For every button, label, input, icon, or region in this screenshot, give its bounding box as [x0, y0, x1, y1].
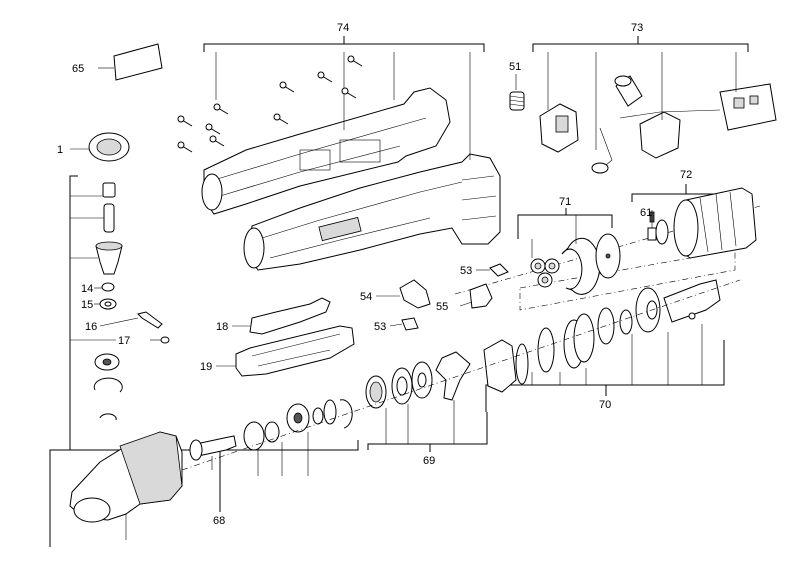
callout-71: 71	[559, 196, 571, 208]
callout-70: 70	[599, 399, 611, 411]
callout-54: 54	[360, 291, 372, 303]
part-housing-upper	[201, 87, 451, 215]
part-68-shaft	[189, 435, 237, 470]
part-74-screws	[177, 55, 363, 153]
part-65-label	[113, 43, 163, 81]
callout-72: 72	[680, 169, 692, 181]
callout-15: 15	[81, 299, 93, 311]
part-73-cylinder	[595, 52, 643, 150]
part-72-motor	[655, 187, 757, 259]
callout-1: 1	[57, 144, 63, 156]
callout-51: 51	[509, 61, 521, 73]
part-51-spring	[509, 74, 525, 111]
part-68-angle-head	[69, 431, 183, 540]
part-circlip	[93, 377, 123, 393]
callout-55: 55	[436, 301, 448, 313]
callout-74: 74	[337, 22, 349, 34]
part-pin	[102, 182, 116, 198]
callout-18: 18	[216, 321, 228, 333]
callout-14: 14	[81, 283, 93, 295]
part-14-oring	[101, 282, 115, 292]
part-53-clip-top	[476, 263, 509, 277]
bracket-71	[517, 214, 613, 239]
part-19-base	[216, 325, 355, 377]
part-16-screw	[137, 311, 163, 329]
callout-17: 17	[118, 335, 130, 347]
part-61	[647, 210, 657, 241]
part-73-switch	[539, 52, 579, 153]
callout-65: 65	[72, 63, 84, 75]
part-68-bearings	[243, 399, 353, 476]
part-18-cover	[232, 297, 331, 335]
part-housing-lower	[243, 153, 501, 271]
part-54-latch	[376, 279, 431, 309]
callout-53-top: 53	[460, 265, 472, 277]
callout-73: 73	[631, 22, 643, 34]
callout-69: 69	[423, 455, 435, 467]
callout-53-bottom: 53	[374, 321, 386, 333]
part-17-washer	[160, 336, 170, 344]
bracket-left	[69, 175, 78, 450]
callout-68: 68	[213, 515, 225, 527]
callout-16: 16	[85, 321, 97, 333]
part-69-clutch	[365, 351, 471, 444]
callout-19: 19	[200, 361, 212, 373]
part-rod	[103, 203, 115, 233]
dashed-zone	[519, 249, 736, 311]
bracket-74	[203, 43, 485, 52]
part-71-gears	[530, 215, 621, 295]
bracket-70	[485, 340, 725, 412]
part-55-button	[459, 283, 493, 309]
part-73-board	[591, 52, 777, 174]
bracket-73	[532, 43, 749, 52]
part-small-clip	[99, 413, 117, 421]
part-53-clip-bottom	[389, 317, 419, 331]
part-70-gear-train	[483, 279, 721, 393]
callout-61: 61	[640, 207, 652, 219]
bracket-69	[367, 412, 488, 450]
